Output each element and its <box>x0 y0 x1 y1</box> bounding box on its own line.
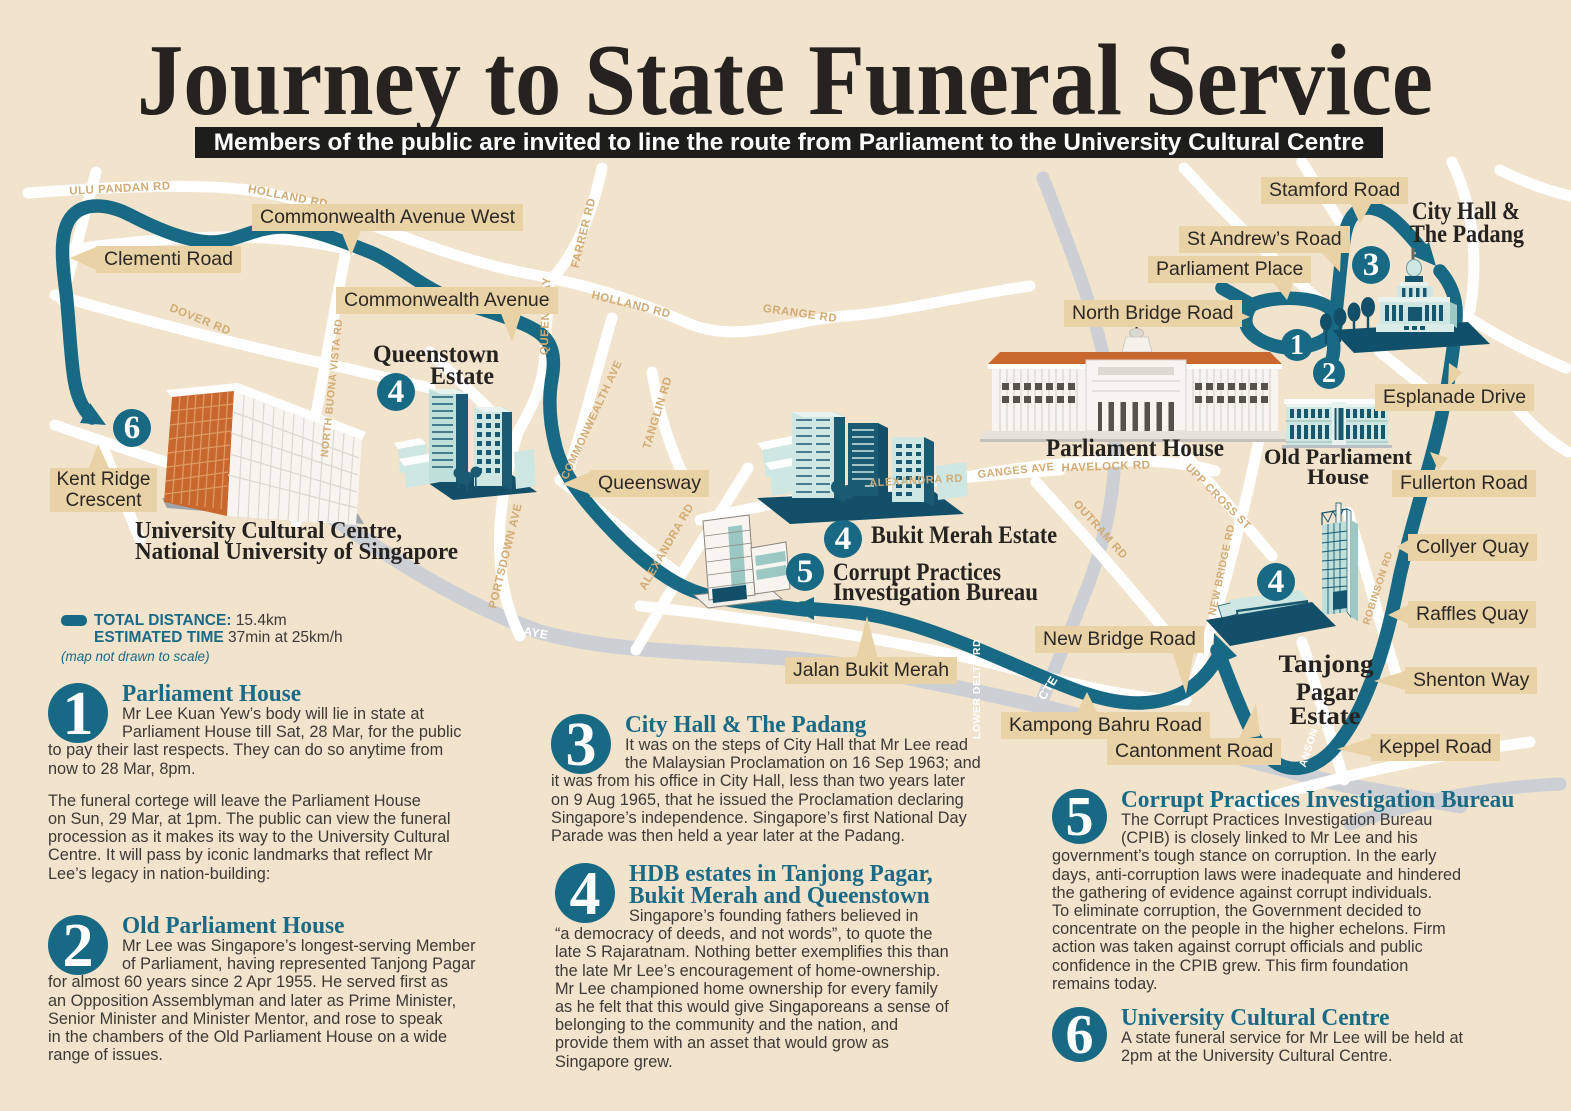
svg-text:Tanjong: Tanjong <box>1279 651 1375 678</box>
svg-text:House: House <box>1307 464 1369 489</box>
svg-text:HOLLAND RD: HOLLAND RD <box>590 289 672 320</box>
svg-text:Estate: Estate <box>1290 703 1361 730</box>
svg-text:Corrupt Practices: Corrupt Practices <box>833 559 1001 586</box>
svg-text:Journey to State Funeral Servi: Journey to State Funeral Service <box>137 24 1433 137</box>
svg-text:Bukit Merah Estate: Bukit Merah Estate <box>871 522 1057 549</box>
svg-text:Estate: Estate <box>430 363 494 390</box>
svg-text:The Padang: The Padang <box>1410 221 1524 248</box>
svg-text:AYE: AYE <box>522 624 549 642</box>
svg-text:National University of Singapo: National University of Singapore <box>135 538 458 565</box>
svg-text:University Cultural Centre,: University Cultural Centre, <box>135 517 402 544</box>
svg-text:ALEXANDRA RD: ALEXANDRA RD <box>869 473 963 490</box>
svg-text:Pagar: Pagar <box>1296 679 1358 706</box>
svg-text:LOWER DELTA RD: LOWER DELTA RD <box>971 639 983 739</box>
svg-text:Queenstown: Queenstown <box>373 341 499 368</box>
svg-text:FARRER RD: FARRER RD <box>570 197 599 269</box>
svg-text:Old Parliament: Old Parliament <box>1264 444 1413 469</box>
svg-text:Investigation Bureau: Investigation Bureau <box>833 579 1038 606</box>
svg-text:Parliament House: Parliament House <box>1046 435 1224 462</box>
svg-text:HAVELOCK RD: HAVELOCK RD <box>1061 459 1150 474</box>
svg-text:City Hall &: City Hall & <box>1412 198 1520 225</box>
svg-text:ULU PANDAN RD: ULU PANDAN RD <box>69 180 171 197</box>
